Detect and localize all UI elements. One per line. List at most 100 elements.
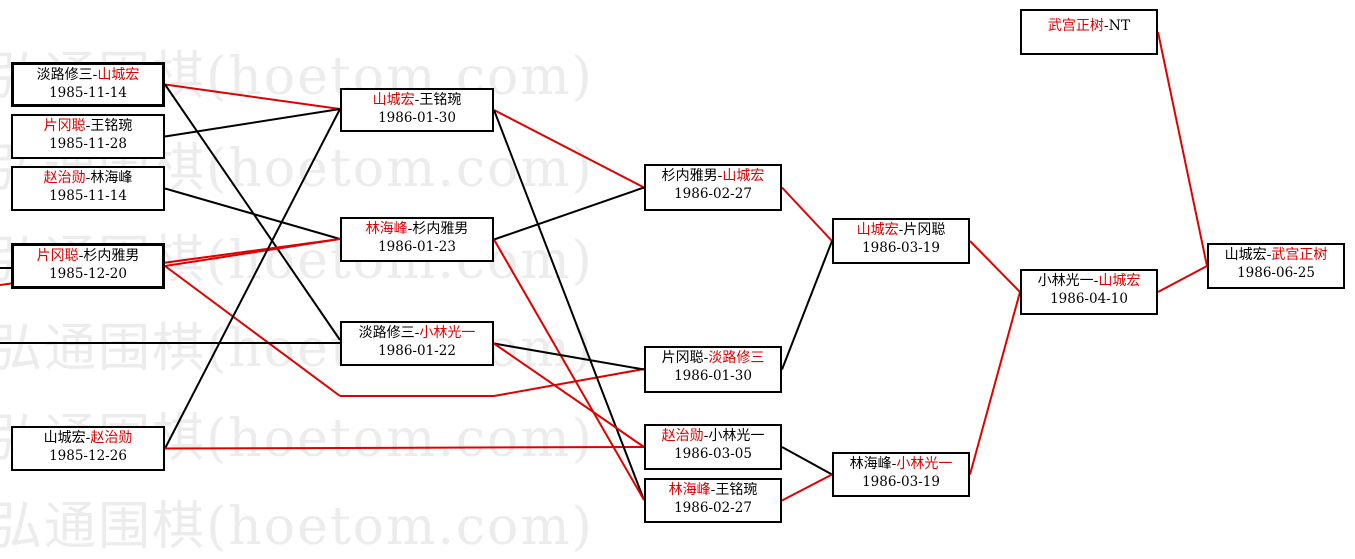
match-date: 1986-01-30 (674, 368, 752, 384)
match-date: 1986-02-27 (674, 500, 752, 516)
match-players: 小林光一-山城宏 (1022, 271, 1156, 290)
winner-connector (164, 446, 645, 450)
player-name: 林海峰 (365, 221, 408, 237)
player-name: 片冈聪 (661, 350, 704, 366)
player-name: 小林光一 (1037, 273, 1094, 289)
match-players: 片冈聪-杉内雅男 (14, 246, 162, 265)
winner-connector (493, 109, 645, 189)
separator: - (891, 456, 897, 472)
match-players: 赵治勋-林海峰 (13, 168, 163, 187)
separator: - (85, 430, 91, 446)
player-name: 山城宏 (43, 430, 86, 446)
match-players: 片冈聪-淡路修三 (646, 348, 780, 367)
match-players: 林海峰-王铭琬 (646, 480, 780, 499)
match-players: 山城宏-武宫正树 (1209, 245, 1343, 264)
player-name: 山城宏 (1098, 273, 1141, 289)
match-players: 淡路修三-山城宏 (14, 65, 162, 84)
separator: - (85, 118, 91, 134)
player-name: 王铭琬 (715, 482, 758, 498)
player-name: 山城宏 (1224, 247, 1267, 263)
separator: - (92, 67, 98, 83)
player-name: 林海峰 (90, 170, 133, 186)
match-date: 1985-11-28 (49, 136, 127, 152)
player-name: 武宫正树 (1047, 18, 1104, 34)
match-players: 淡路修三-小林光一 (342, 323, 492, 342)
match-box: 武宫正树-NT (1020, 9, 1158, 55)
match-box: 林海峰-杉内雅男 1986-01-23 (340, 217, 494, 262)
player-name: 武宫正树 (1271, 247, 1328, 263)
winner-connector (781, 473, 833, 502)
separator: - (1266, 247, 1272, 263)
separator: - (414, 325, 420, 341)
winner-connector (781, 186, 833, 242)
separator: - (78, 248, 84, 264)
connector (493, 186, 645, 241)
winner-connector (493, 342, 645, 448)
winner-connector (969, 240, 1021, 293)
player-name: 片冈聪 (43, 118, 86, 134)
player-name: 片冈聪 (36, 248, 79, 264)
separator: - (717, 168, 723, 184)
separator: - (1093, 273, 1099, 289)
connector (164, 83, 341, 341)
separator: - (414, 92, 420, 108)
player-name: 王铭琬 (90, 118, 133, 134)
match-date: 1986-02-27 (674, 186, 752, 202)
match-players: 武宫正树-NT (1022, 16, 1156, 35)
player-name: 片冈聪 (903, 222, 946, 238)
player-name: 小林光一 (708, 428, 765, 444)
connector (164, 108, 341, 138)
player-name: 山城宏 (372, 92, 415, 108)
separator: - (85, 170, 91, 186)
separator: - (710, 482, 716, 498)
player-name: 赵治勋 (661, 428, 704, 444)
player-name: 林海峰 (668, 482, 711, 498)
winner-connector (493, 368, 645, 397)
player-name: 山城宏 (97, 67, 140, 83)
match-date: 1986-01-23 (378, 239, 456, 255)
match-date: 1986-03-05 (674, 446, 752, 462)
match-date: 1985-12-26 (49, 448, 127, 464)
match-date: 1985-12-20 (49, 266, 127, 282)
match-date: 1986-03-19 (862, 474, 940, 490)
match-players: 山城宏-王铭琬 (342, 90, 492, 109)
winner-connector (1157, 265, 1208, 293)
player-name: 赵治勋 (43, 170, 86, 186)
connector (164, 108, 341, 449)
separator: - (898, 222, 904, 238)
match-date: 1986-04-10 (1050, 291, 1128, 307)
match-players: 山城宏-片冈聪 (834, 220, 968, 239)
winner-connector (969, 291, 1021, 475)
player-name: 王铭琬 (419, 92, 462, 108)
match-box: 片冈聪-王铭琬 1985-11-28 (11, 114, 165, 159)
separator: - (703, 350, 709, 366)
player-name: 杉内雅男 (83, 248, 140, 264)
player-name: NT (1108, 18, 1131, 34)
player-name: 杉内雅男 (412, 221, 469, 237)
player-name: 淡路修三 (36, 67, 93, 83)
connector (781, 446, 833, 476)
winner-connector (1157, 31, 1208, 267)
separator: - (407, 221, 413, 237)
match-players: 林海峰-小林光一 (834, 454, 968, 473)
player-name: 林海峰 (849, 456, 892, 472)
player-name: 淡路修三 (358, 325, 415, 341)
match-players: 杉内雅男-山城宏 (646, 166, 780, 185)
winner-connector (493, 239, 645, 501)
winner-connector (164, 83, 341, 110)
match-date: 1985-11-14 (49, 188, 127, 204)
player-name: 杉内雅男 (661, 168, 718, 184)
